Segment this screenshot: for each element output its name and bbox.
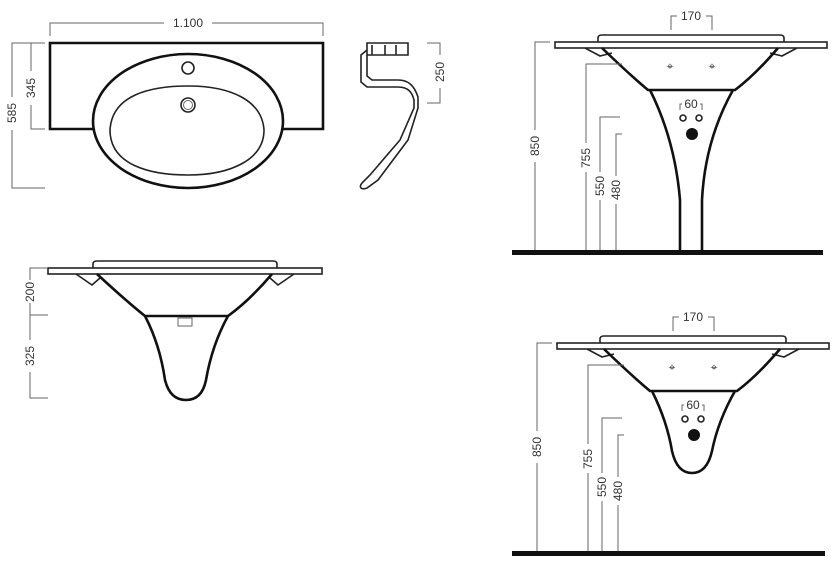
- dim-755-label-2: 755: [581, 449, 595, 469]
- top-view: 1.100 345 585: [5, 16, 325, 190]
- dim-345-label: 345: [24, 78, 38, 98]
- svg-text:⌖: ⌖: [711, 360, 718, 374]
- basin-outer: [91, 52, 285, 190]
- svg-text:⌖: ⌖: [709, 59, 716, 73]
- dim-60-label-2: 60: [686, 398, 700, 412]
- dim-170-label-1: 170: [681, 9, 701, 23]
- side-view: 250: [359, 42, 447, 190]
- dim-200-label: 200: [23, 282, 37, 302]
- dim-550-label-2: 550: [595, 477, 609, 497]
- dim-585-label: 585: [5, 103, 19, 123]
- dim-550-label-1: 550: [593, 176, 607, 196]
- front-pedestal: [143, 315, 230, 402]
- dim-325-label: 325: [23, 346, 37, 366]
- dim-line-585: [11, 42, 45, 189]
- dim-850-label-1: 850: [528, 136, 542, 156]
- dim-850-label-2: 850: [530, 437, 544, 457]
- semi-pedestal-elevation: ⌖ ⌖ 170 60 850 755 550 480: [512, 310, 830, 556]
- svg-text:⌖: ⌖: [667, 59, 674, 73]
- basin-inner: [109, 85, 265, 176]
- dim-170-label-2: 170: [683, 310, 703, 324]
- dim-250-label: 250: [433, 62, 447, 82]
- front-view: 200 325: [23, 260, 323, 402]
- dim-480-label-1: 480: [609, 180, 623, 200]
- dim-60-label-1: 60: [684, 97, 698, 111]
- dim-line-width: [49, 22, 324, 36]
- countertop-outline: [48, 41, 325, 131]
- pedestal-elevation: ⌖ ⌖ 170 60 850 755 550 480: [512, 9, 828, 255]
- dim-755-label-1: 755: [579, 148, 593, 168]
- dim-width-label: 1.100: [173, 16, 203, 30]
- svg-text:⌖: ⌖: [669, 360, 676, 374]
- dim-line-325: [29, 314, 48, 399]
- dim-480-label-2: 480: [611, 481, 625, 501]
- dim-line-250: [427, 42, 441, 104]
- front-funnel: [96, 273, 273, 318]
- side-profile: [359, 49, 419, 190]
- drain-hole: [180, 97, 196, 113]
- tap-hole: [181, 61, 195, 75]
